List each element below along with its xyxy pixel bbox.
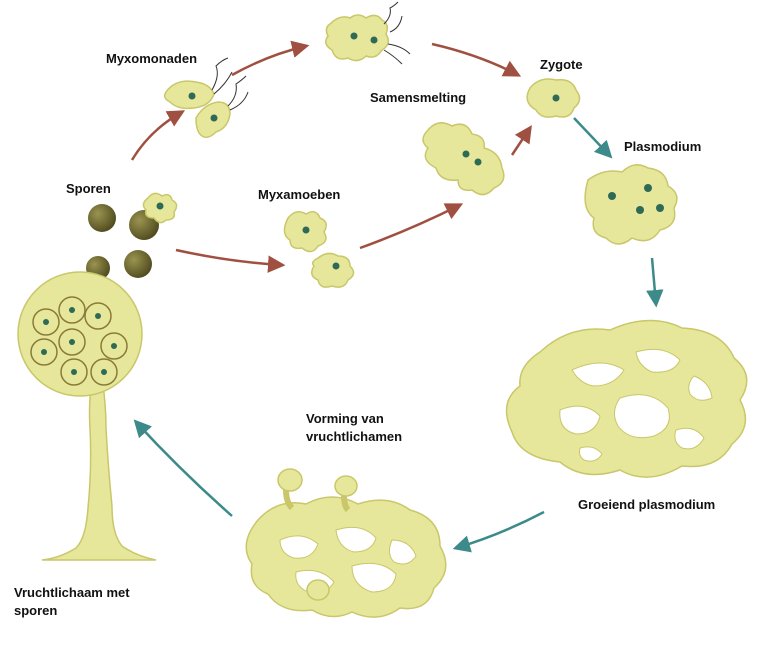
fruiting-body [17,271,157,561]
arrow-vorming-to-vruchtlichaam [133,419,233,517]
plasmodium-cell [584,164,678,245]
label-vorming-line1: Vorming van [306,411,384,426]
fusing-amoebae [422,122,505,196]
fusing-myxomonaden [325,1,411,65]
zygote-cell [526,78,581,118]
label-myxomonaden: Myxomonaden [106,51,198,66]
label-plasmodium: Plasmodium [624,139,702,154]
arrow-samensmelting-to-zygote [510,125,532,156]
forming-fruiting-bodies [245,468,447,618]
label-myxamoeben: Myxamoeben [258,187,341,202]
myxamoeba-cell [311,252,355,288]
arrow-zygote-to-plasmodium [573,117,613,159]
label-sporen: Sporen [66,181,111,196]
spore [88,204,116,232]
arrow-myxamoeben-to-samensmelting [359,203,464,250]
germinating-amoeba [142,192,178,224]
label-groeiend-plasmodium: Groeiend plasmodium [578,497,716,512]
label-vruchtlichaam-line2: sporen [14,603,58,618]
label-vruchtlichaam-line1: Vruchtlichaam met [14,585,130,600]
arrow-sporen-to-myxomonaden [130,110,186,161]
arrow-plasmodium-to-groeiend [646,257,664,308]
label-samensmelting: Samensmelting [370,90,467,105]
spore [124,250,152,278]
myxomonade-cell [163,57,233,110]
label-zygote: Zygote [540,57,583,72]
myxamoeba-cell [283,211,327,253]
label-vorming-line2: vruchtlichamen [306,429,403,444]
growing-plasmodium [505,319,748,478]
myxomonade-cell [195,75,249,139]
arrow-sporen-to-myxamoeben [175,248,286,273]
arrow-myxomonaden-to-fusion [231,40,310,77]
arrow-groeiend-to-vorming [452,510,545,553]
arrow-fusion-to-zygote [431,42,522,77]
